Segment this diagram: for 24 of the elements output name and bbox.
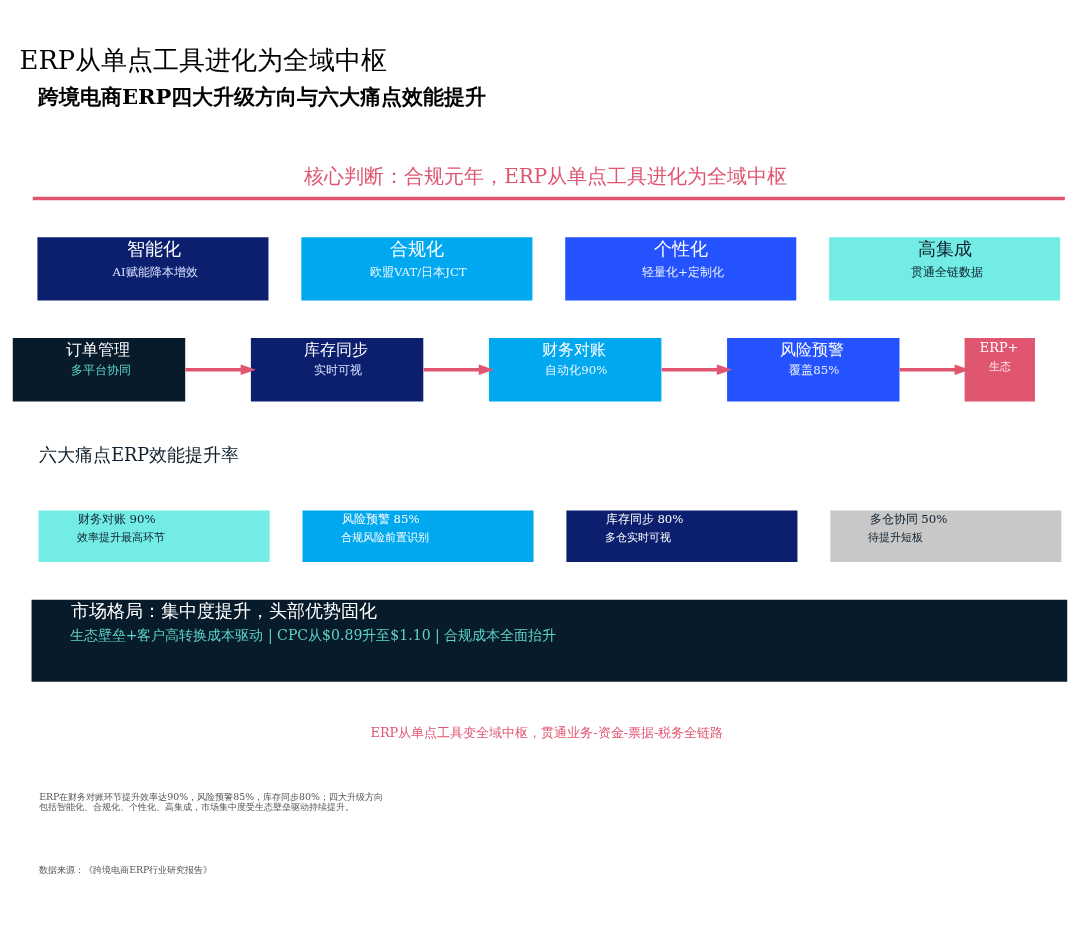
diagram-title: ERP从单点工具进化为全域中枢	[19, 45, 388, 76]
node-box: 高集成 贯通全链数据	[829, 237, 1061, 301]
node-box: 财务对账 90% 效率提升最高环节	[38, 510, 270, 563]
node-box: 财务对账 自动化90%	[489, 338, 662, 402]
node-box: 合规化 欧盟VAT/日本JCT	[301, 237, 533, 301]
node-box: 智能化 AI赋能降本增效	[37, 237, 269, 301]
label: 跨境电商ERP四大升级方向与六大痛点效能提升	[38, 83, 487, 109]
node-box: 多仓协同 50% 待提升短板	[830, 510, 1062, 563]
node-box: ERP+ 生态	[964, 338, 1035, 402]
node-box: 库存同步 实时可视	[250, 338, 424, 402]
node-box: 风险预警 覆盖85%	[727, 338, 900, 402]
node-box: 风险预警 85% 合规风险前置识别	[302, 510, 534, 563]
label: 数据来源：《跨境电商ERP行业研究报告》	[39, 863, 213, 875]
label: ERP从单点工具变全域中枢，贯通业务-资金-票据-税务全链路	[370, 724, 724, 740]
node-box: 个性化 轻量化+定制化	[565, 237, 797, 301]
label: ERP在财务对账环节提升效率达90%，风险预警85%，库存同步80%；四大升级方向包括智能化、合规化、个性化、高集成，市场集中度受生态壁垒驱动持续提升。	[39, 790, 383, 813]
label: 核心判断：合规元年，ERP从单点工具进化为全域中枢	[304, 165, 788, 189]
node-box: 市场格局：集中度提升，头部优势固化 生态壁垒+客户高转换成本驱动 | CPC从$0.89升至$1.10 | 合规成本全面抬升	[31, 599, 1068, 682]
node-box: 订单管理 多平台协同	[12, 338, 186, 402]
arrow	[423, 364, 495, 376]
node-box: 库存同步 80% 多仓实时可视	[566, 510, 798, 563]
arrow	[661, 364, 733, 376]
label: 六大痛点ERP效能提升率	[39, 444, 240, 465]
arrow	[185, 364, 256, 376]
